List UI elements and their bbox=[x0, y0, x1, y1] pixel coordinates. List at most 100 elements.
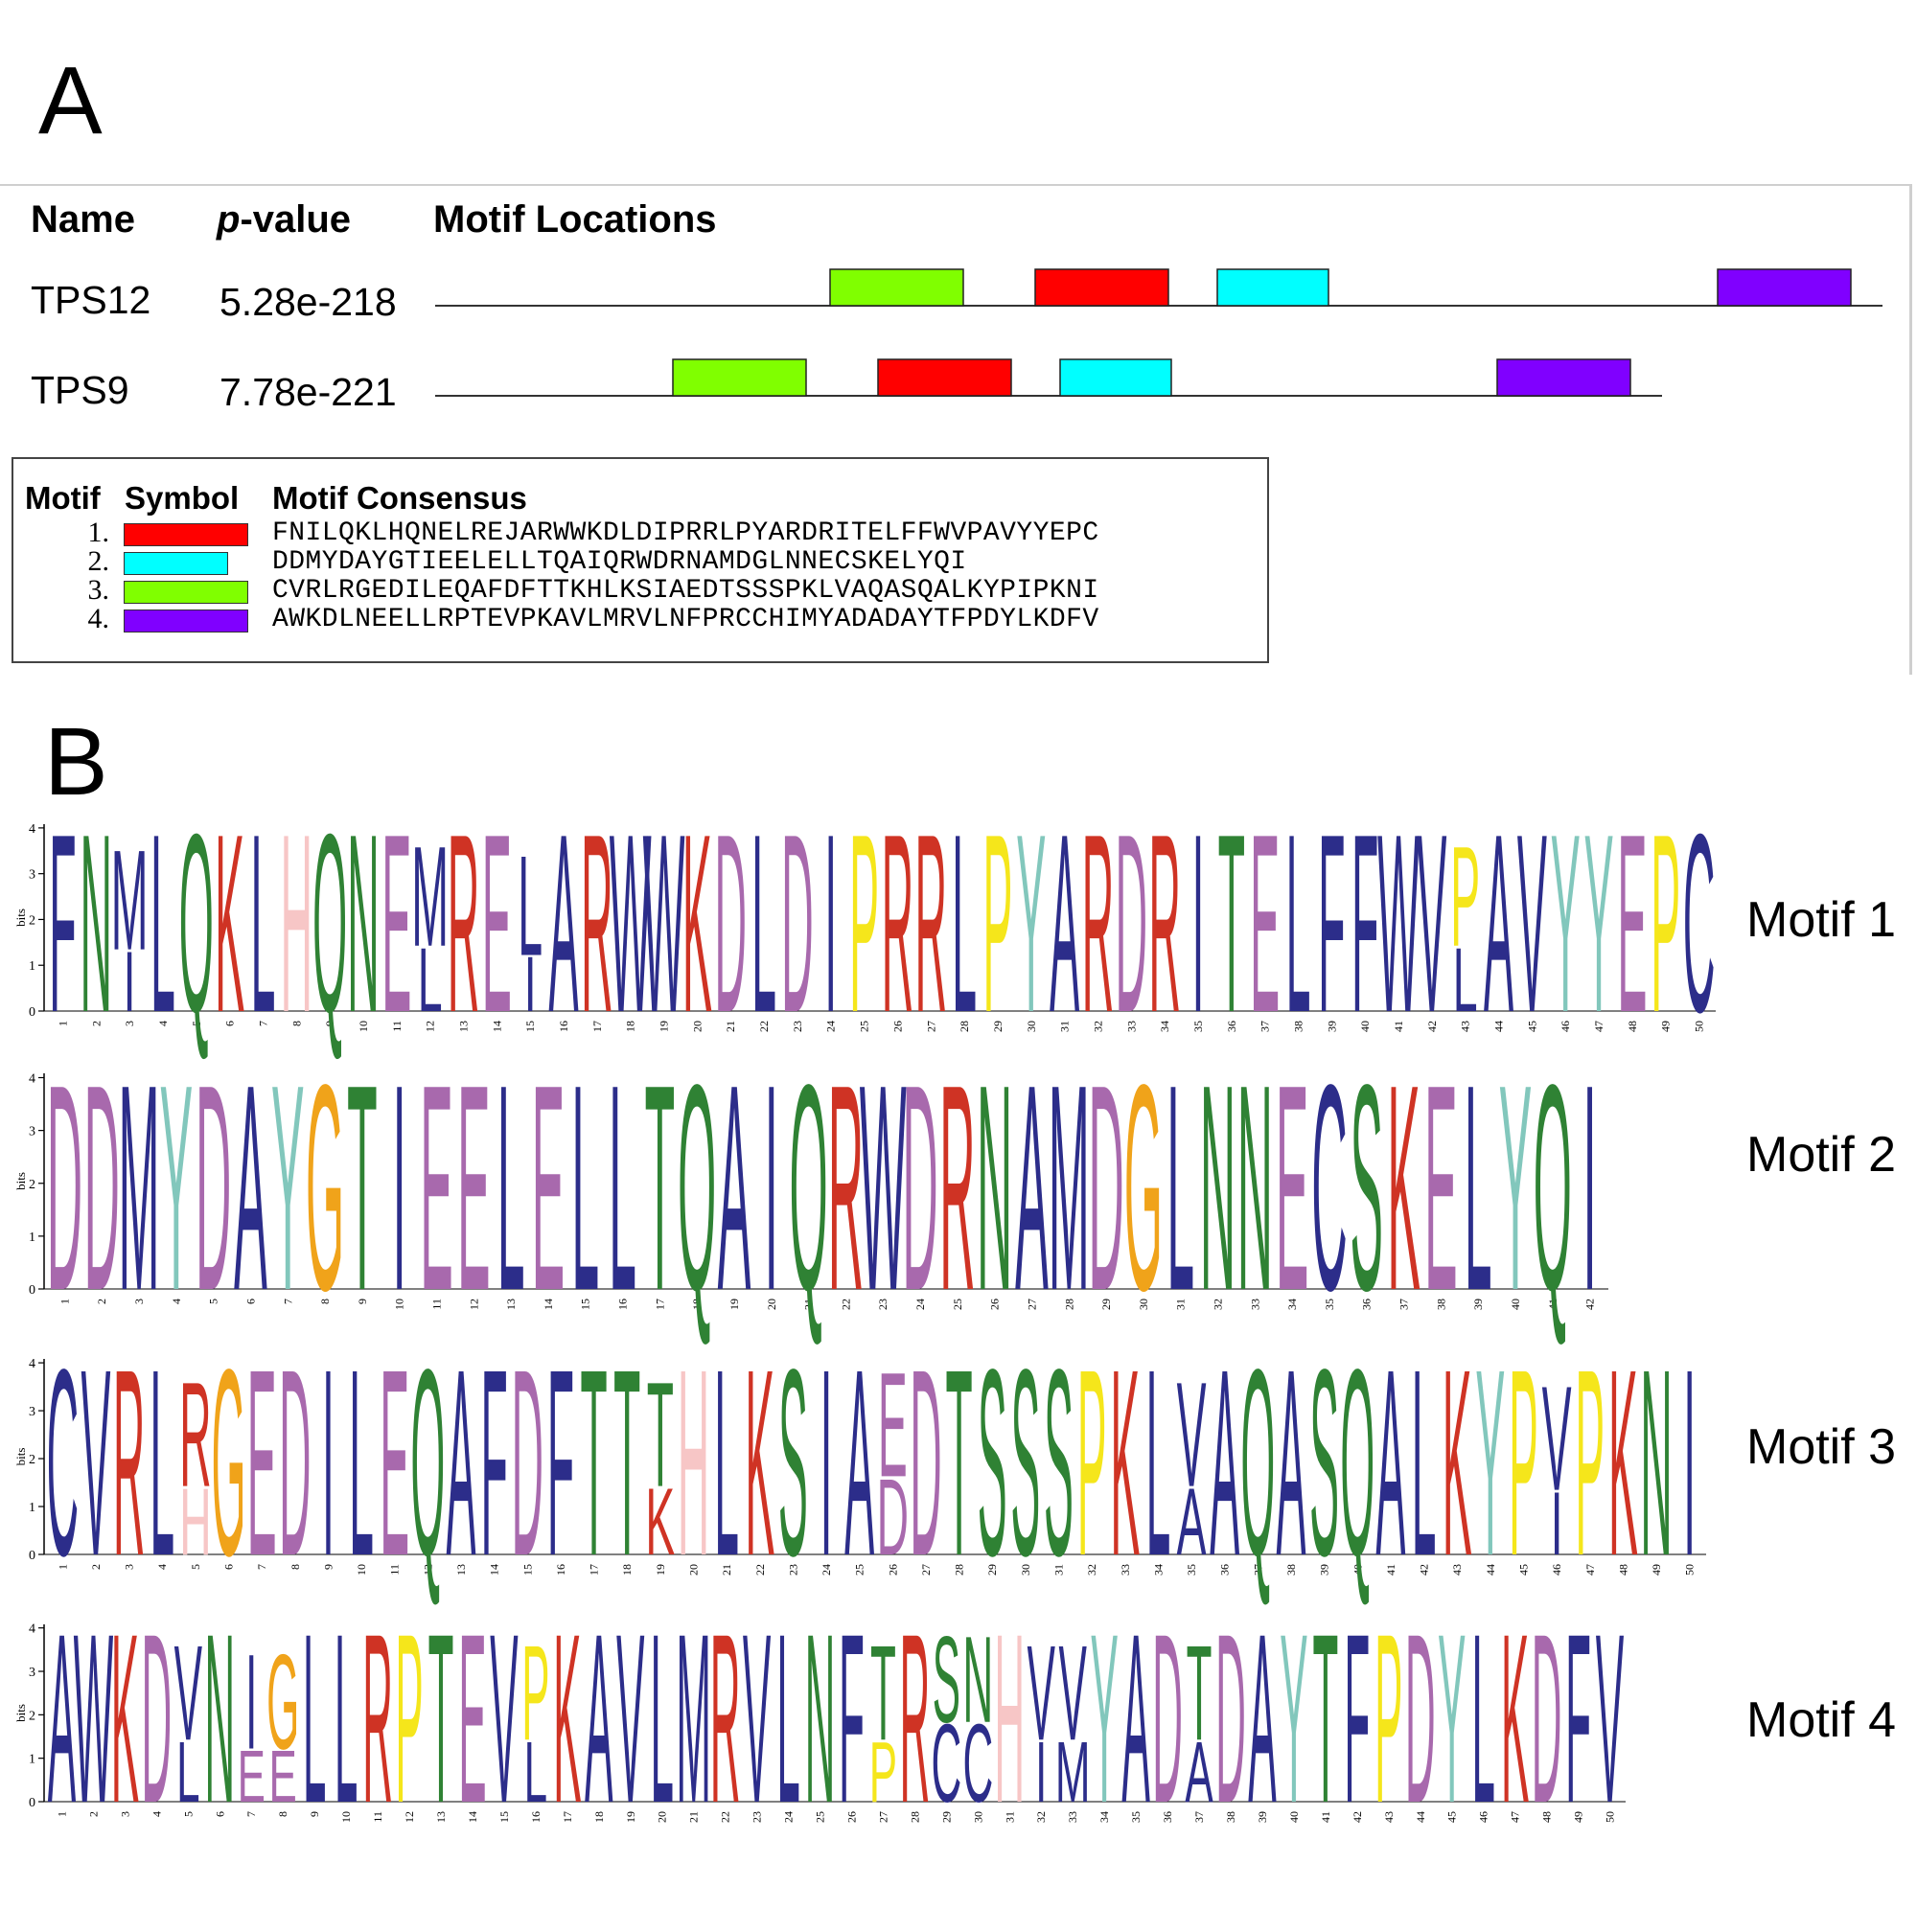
logo-4-position-label: 28 bbox=[908, 1811, 921, 1823]
logo-4-residue-L: L bbox=[335, 1584, 358, 1853]
logo-2-residue-T: T bbox=[645, 1024, 676, 1352]
logo-1-residue-C: C bbox=[1683, 783, 1716, 1066]
logo-4-residue-N: N bbox=[805, 1584, 836, 1853]
logo-1-position-label: 3 bbox=[123, 1021, 136, 1026]
logo-1-position-label: 2 bbox=[89, 1021, 103, 1026]
logo-3-position-label: 39 bbox=[1318, 1564, 1331, 1576]
logo-2-position-label: 35 bbox=[1323, 1299, 1336, 1310]
logo-1-y-tick-label: 3 bbox=[29, 868, 35, 883]
logo-3-position-label: 33 bbox=[1119, 1564, 1132, 1576]
logo-3-position-label: 26 bbox=[886, 1564, 899, 1576]
logo-3-residue-A: A bbox=[1210, 1315, 1239, 1612]
logo-3-position-label: 30 bbox=[1019, 1564, 1032, 1576]
logo-3-residue-K: K bbox=[1608, 1315, 1638, 1612]
logo-4-residue-F: F bbox=[1565, 1584, 1591, 1853]
logo-4-position-label: 37 bbox=[1192, 1811, 1206, 1823]
logo-2-residue-G: G bbox=[306, 1024, 344, 1352]
logo-2-residue-A: A bbox=[718, 1024, 751, 1352]
logo-4-position-label: 31 bbox=[1003, 1811, 1016, 1823]
logo-1-residue-N: N bbox=[347, 783, 380, 1066]
legend-header-consensus: Motif Consensus bbox=[272, 480, 527, 516]
logo-2-position-label: 42 bbox=[1583, 1299, 1597, 1310]
logo-2-position-label: 40 bbox=[1509, 1299, 1522, 1310]
logo-2-position-label: 5 bbox=[207, 1299, 220, 1304]
logo-3-residue-Q: Q bbox=[1240, 1315, 1275, 1612]
logo-1-position-label: 38 bbox=[1292, 1021, 1305, 1032]
logo-1-position-label: 45 bbox=[1525, 1021, 1538, 1032]
logo-1-position-label: 13 bbox=[457, 1021, 471, 1032]
logo-4-residue-T: T bbox=[428, 1584, 454, 1853]
legend-consensus-4: AWKDLNEELLRPTEVPKAVLMRVLNFPRCCHIMYADADAY… bbox=[272, 605, 1099, 634]
logo-4-position-label: 18 bbox=[592, 1811, 606, 1823]
logo-1-residue-Y: Y bbox=[1016, 783, 1046, 1066]
motif-track-tps9 bbox=[435, 358, 1662, 397]
logo-3-residue-H: H bbox=[678, 1315, 709, 1612]
logo-3-y-tick-label: 2 bbox=[29, 1453, 35, 1467]
logo-2-position-label: 1 bbox=[58, 1299, 71, 1304]
logo-1-residue-Y: Y bbox=[1551, 783, 1581, 1066]
logo-1-residue-L: L bbox=[150, 783, 175, 1066]
logo-4-position-label: 29 bbox=[939, 1811, 953, 1823]
logo-1-position-label: 6 bbox=[223, 1021, 237, 1026]
logo-4-position-label: 9 bbox=[308, 1811, 321, 1817]
logo-1-position-label: 18 bbox=[624, 1021, 637, 1032]
logo-3-position-label: 3 bbox=[123, 1564, 136, 1570]
logo-2-position-label: 8 bbox=[318, 1299, 332, 1304]
logo-2-position-label: 4 bbox=[170, 1299, 183, 1304]
logo-4-residue-N: N bbox=[962, 1612, 993, 1749]
panel-a-letter: A bbox=[38, 47, 103, 154]
logo-4-residue-E: E bbox=[238, 1736, 266, 1818]
motif-block-tps9-1 bbox=[877, 358, 1012, 397]
logo-3-position-label: 29 bbox=[985, 1564, 999, 1576]
logo-3-position-label: 16 bbox=[554, 1564, 567, 1576]
logo-4-position-label: 30 bbox=[971, 1811, 984, 1823]
logo-1-y-tick-label: 2 bbox=[29, 913, 35, 928]
logo-4-position-label: 11 bbox=[371, 1811, 384, 1823]
logo-3-residue-R: R bbox=[113, 1315, 145, 1612]
logo-1-residue-K: K bbox=[215, 783, 244, 1066]
legend-header-symbol: Symbol bbox=[125, 480, 240, 516]
logo-3-position-label: 34 bbox=[1151, 1564, 1165, 1576]
logo-4-position-label: 12 bbox=[403, 1811, 416, 1823]
logo-4-position-label: 5 bbox=[181, 1811, 195, 1817]
logo-1-position-label: 30 bbox=[1025, 1021, 1038, 1032]
logo-3-residue-S: S bbox=[1010, 1315, 1040, 1612]
logo-1-residue-T: T bbox=[1218, 783, 1245, 1066]
logo-1-residue-N: N bbox=[80, 783, 112, 1066]
logo-4-position-label: 21 bbox=[687, 1811, 701, 1823]
logo-2-position-label: 15 bbox=[579, 1299, 592, 1310]
logo-3-position-label: 36 bbox=[1218, 1564, 1232, 1576]
logo-4-residue-V: V bbox=[616, 1584, 644, 1853]
logo-3-residue-N: N bbox=[1640, 1315, 1672, 1612]
logo-4-residue-V: V bbox=[1059, 1618, 1087, 1769]
logo-1-residue-K: K bbox=[682, 783, 712, 1066]
logo-4-residue-P: P bbox=[1374, 1584, 1402, 1853]
logo-3-position-label: 2 bbox=[89, 1564, 103, 1570]
header-motif-locations: Motif Locations bbox=[433, 198, 717, 241]
logo-3-residue-P: P bbox=[1077, 1315, 1107, 1612]
logo-4-residue-S: S bbox=[933, 1612, 960, 1749]
legend-header-motif: Motif bbox=[25, 480, 101, 516]
logo-4-residue-F: F bbox=[1344, 1584, 1370, 1853]
legend-symbol-2 bbox=[124, 552, 228, 575]
logo-1-y-tick-label: 4 bbox=[29, 822, 35, 837]
logo-4-position-label: 17 bbox=[561, 1811, 574, 1823]
logo-2-position-label: 16 bbox=[616, 1299, 630, 1310]
logo-2-residue-I: I bbox=[1582, 1024, 1596, 1352]
logo-3-y-tick-label: 1 bbox=[29, 1501, 35, 1515]
logo-3-position-label: 21 bbox=[720, 1564, 733, 1576]
logo-1-residue-L: L bbox=[952, 783, 977, 1066]
logo-2-residue-Q: Q bbox=[1534, 1024, 1572, 1352]
logo-3-position-label: 50 bbox=[1683, 1564, 1697, 1576]
logo-3-residue-L: L bbox=[1146, 1315, 1171, 1612]
legend-motif-number-3: 3. bbox=[87, 574, 110, 606]
logo-3-residue-P: P bbox=[1575, 1315, 1605, 1612]
legend-consensus-3: CVRLRGEDILEQAFDFTTKHLKSIAEDTSSSPKLVAQASQ… bbox=[272, 576, 1099, 606]
logo-1-position-label: 8 bbox=[289, 1021, 303, 1026]
logo-1-residue-M: M bbox=[111, 821, 149, 980]
logo-2-residue-R: R bbox=[828, 1024, 864, 1352]
logo-4-residue-D: D bbox=[1215, 1584, 1246, 1853]
logo-4-position-label: 13 bbox=[434, 1811, 448, 1823]
